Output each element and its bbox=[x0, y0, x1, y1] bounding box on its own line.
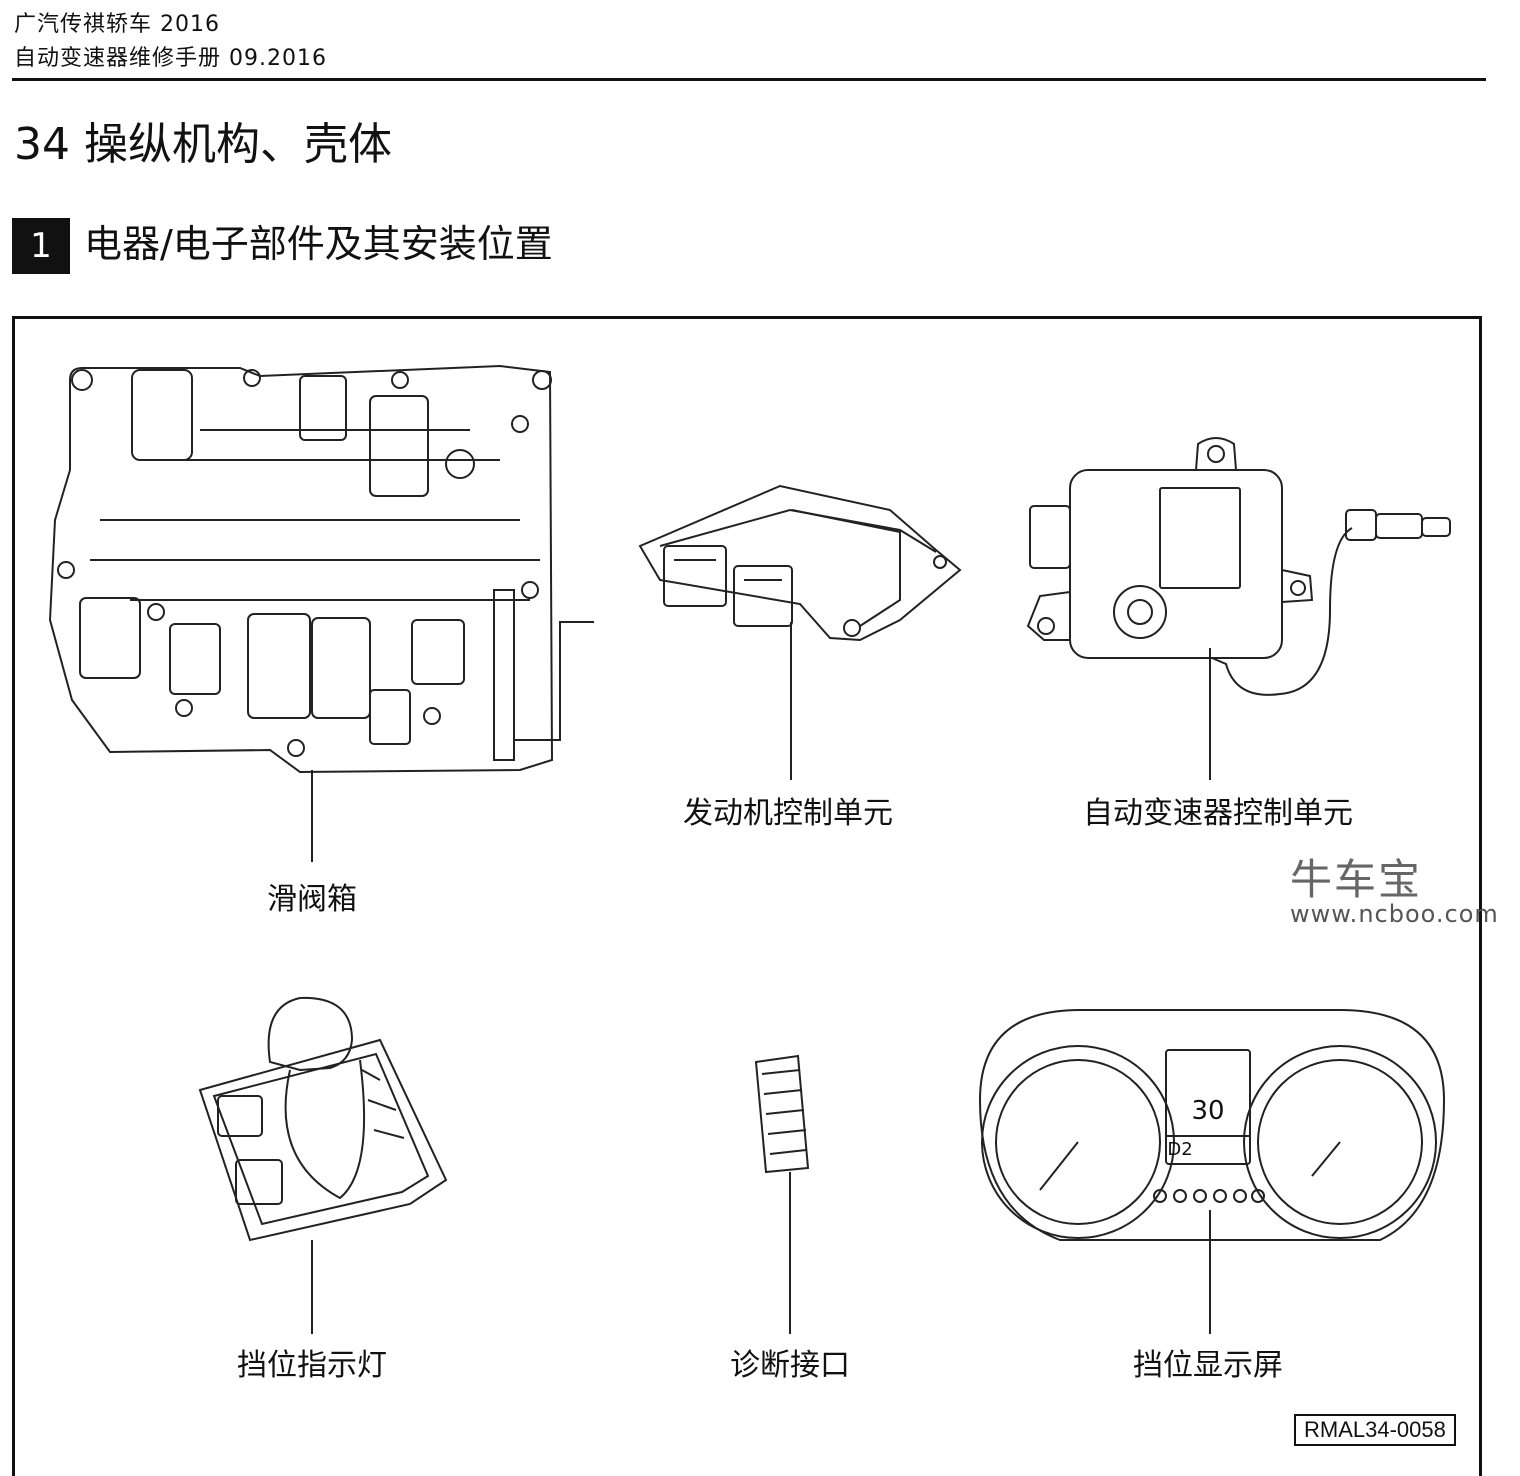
section-number-badge: 1 bbox=[12, 218, 70, 274]
watermark-url: www.ncboo.com bbox=[1290, 900, 1499, 928]
section-title: 电器/电子部件及其安装位置 bbox=[84, 222, 553, 266]
label-gear-indicator: 挡位指示灯 bbox=[237, 1348, 387, 1383]
watermark-name: 牛车宝 bbox=[1290, 855, 1423, 904]
diagnostic-port-illustration bbox=[754, 1054, 810, 1174]
header-title: 广汽传祺轿车 2016 bbox=[14, 12, 220, 37]
label-engine-control-unit: 发动机控制单元 bbox=[683, 796, 893, 831]
header-divider bbox=[12, 78, 1486, 81]
engine-control-unit-illustration bbox=[638, 484, 962, 642]
figure-reference-code: RMAL34-0058 bbox=[1294, 1414, 1456, 1446]
header-subtitle: 自动变速器维修手册 09.2016 bbox=[14, 46, 327, 71]
figure-frame bbox=[12, 316, 1482, 1476]
label-valve-body: 滑阀箱 bbox=[267, 882, 357, 917]
label-transmission-control-unit: 自动变速器控制单元 bbox=[1083, 796, 1353, 831]
gear-indicator-illustration bbox=[198, 996, 448, 1242]
chapter-title: 34 操纵机构、壳体 bbox=[14, 119, 392, 170]
label-gear-display: 挡位显示屏 bbox=[1133, 1348, 1283, 1383]
valve-body-illustration bbox=[48, 364, 594, 774]
instrument-cluster-illustration bbox=[978, 1009, 1446, 1241]
label-diagnostic-port: 诊断接口 bbox=[730, 1348, 850, 1383]
cluster-speed-readout: 30 bbox=[1191, 1096, 1225, 1126]
transmission-control-unit-illustration bbox=[1026, 437, 1451, 696]
cluster-gear-readout: D2 bbox=[1167, 1139, 1193, 1160]
